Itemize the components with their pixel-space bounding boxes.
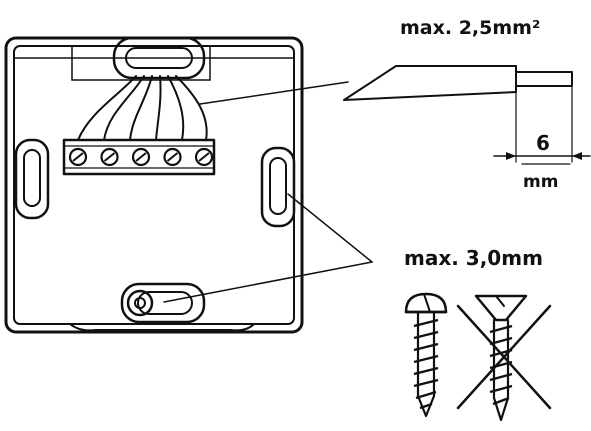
strip-length-value: 6 — [536, 131, 550, 155]
left-mounting-slot — [14, 138, 50, 220]
housing-outer — [4, 36, 304, 334]
top-mounting-slot — [112, 36, 206, 80]
screw-diameter-label: max. 3,0mm — [404, 246, 543, 270]
terminal-screw-1 — [68, 147, 88, 167]
screw-callout: max. 3,0mm — [163, 193, 543, 303]
wire-cross-section-label: max. 2,5mm² — [400, 17, 540, 39]
terminal-screws — [68, 147, 214, 167]
strip-length-unit: mm — [523, 172, 558, 192]
bottom-mounting-slot — [120, 282, 206, 324]
wire-conductor — [515, 71, 573, 87]
right-mounting-slot — [260, 146, 296, 228]
terminal-screw-5 — [194, 147, 214, 167]
cross-stroke-b — [456, 304, 552, 410]
terminal-block — [62, 138, 216, 176]
mounting-screw-head — [126, 289, 154, 317]
wire-callout: max. 2,5mm² 6 mm — [199, 17, 591, 192]
back-plate — [4, 36, 304, 334]
terminal-screw-4 — [163, 147, 182, 167]
housing-inner — [13, 45, 295, 325]
bottom-tab — [69, 323, 255, 332]
wire-bundle — [77, 75, 208, 141]
terminal-screw-2 — [100, 147, 119, 167]
wire-insulation — [343, 65, 517, 101]
countersunk-screw-crossed-icon — [456, 294, 552, 422]
terminal-screw-3 — [131, 147, 151, 167]
round-head-screw-icon — [404, 292, 448, 418]
